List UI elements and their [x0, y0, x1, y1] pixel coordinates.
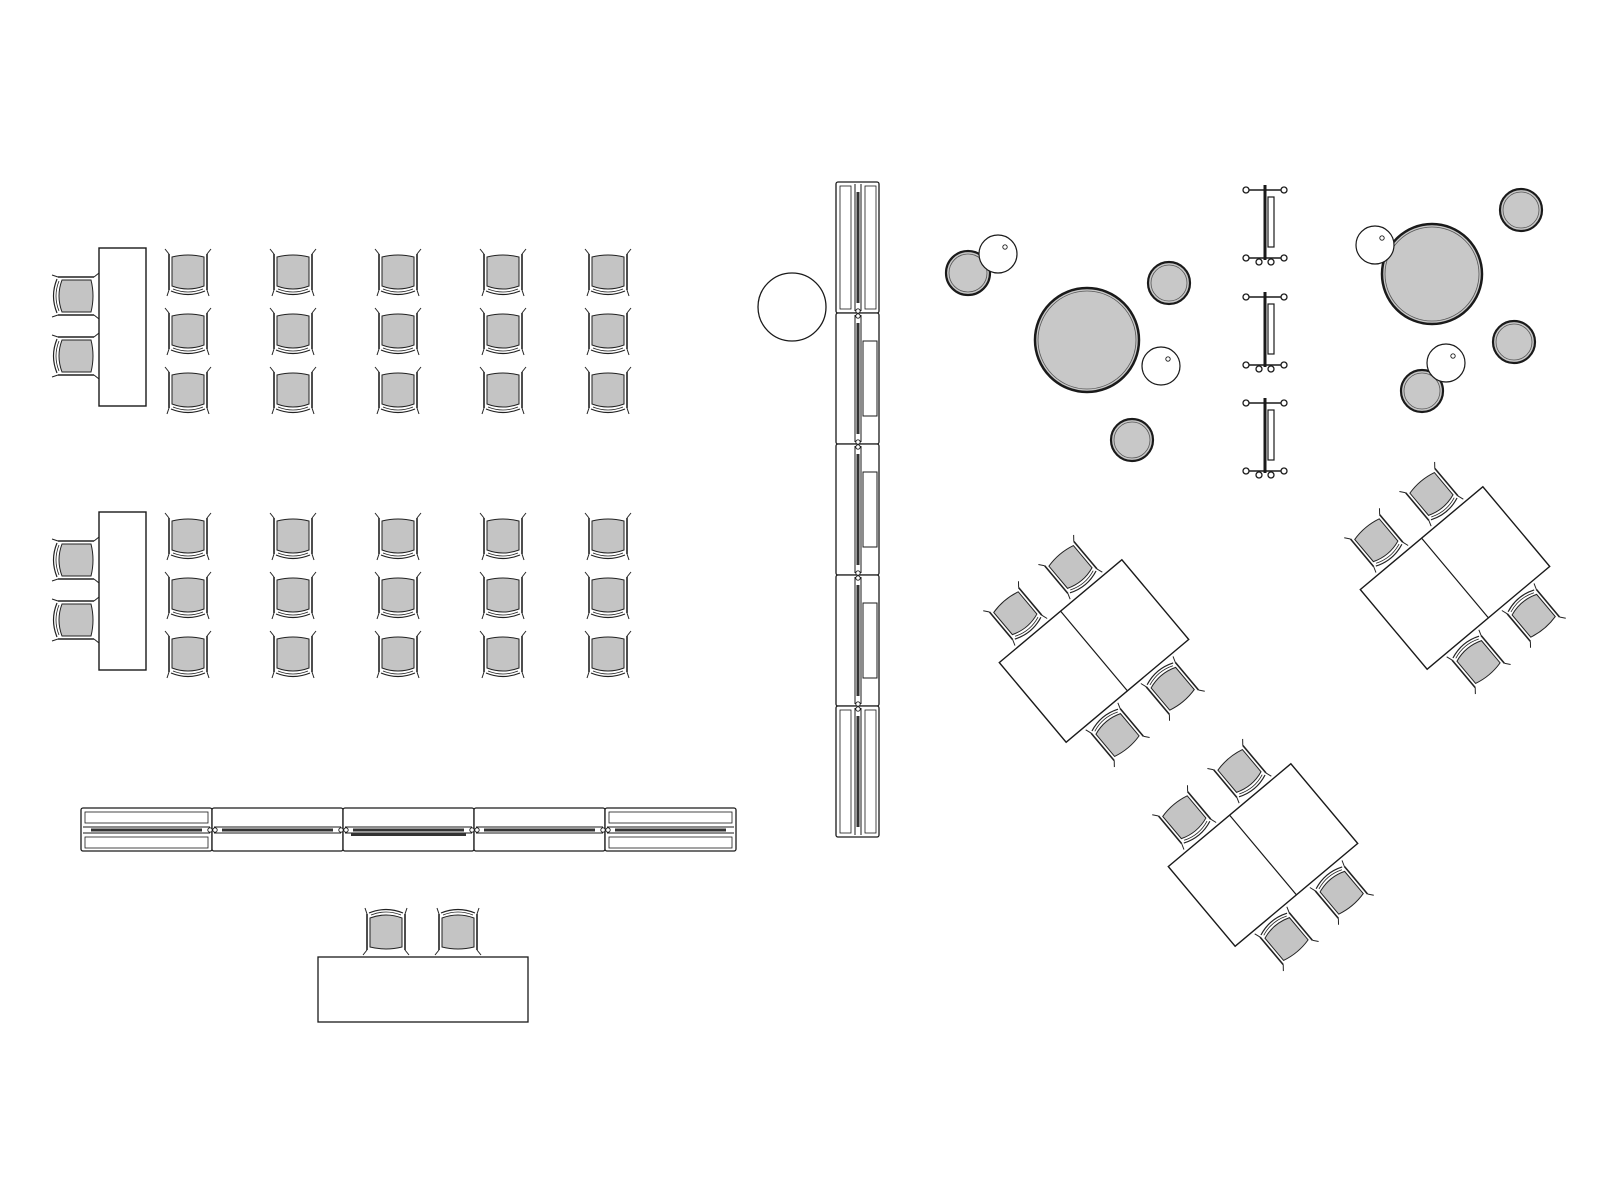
armchair-icon: [584, 307, 632, 356]
armchair-icon: [374, 307, 422, 356]
armchair-icon: [584, 366, 632, 415]
armchair-icon: [479, 571, 527, 620]
angled-table: [982, 534, 1206, 768]
armchair-icon: [51, 536, 100, 584]
armchair-icon: [51, 596, 100, 644]
angled-table: [1343, 461, 1567, 695]
lounge-round-tables: [944, 187, 1544, 463]
angled-tables: [982, 461, 1567, 972]
round-table-icon: [1033, 286, 1141, 394]
partition-panel-icon: [835, 439, 880, 576]
round-table-icon: [757, 272, 827, 342]
round-table-icon: [1498, 187, 1544, 233]
seating-block-lower: [51, 511, 632, 679]
armchair-icon: [51, 272, 100, 320]
armchair-icon: [479, 248, 527, 297]
stool-icon: [978, 234, 1018, 274]
coat-rack-icon: [1242, 292, 1288, 373]
armchair-icon: [51, 332, 100, 380]
armchair-icon: [479, 307, 527, 356]
partition-panel-icon: [469, 807, 606, 852]
partition-panel-icon: [835, 701, 880, 838]
armchair-icon: [164, 571, 212, 620]
armchair-icon: [374, 630, 422, 679]
partition-panel-icon: [835, 181, 880, 314]
partition-panel-icon: [835, 308, 880, 445]
horizontal-partition: [80, 807, 737, 852]
armchair-icon: [269, 571, 317, 620]
armchair-icon: [374, 366, 422, 415]
partition-panel-icon: [80, 807, 213, 852]
armchair-icon: [269, 366, 317, 415]
round-table-icon: [1380, 222, 1484, 326]
angled-table: [1151, 738, 1375, 972]
round-table-icon: [1399, 368, 1445, 414]
presenter-table: [98, 511, 147, 671]
armchair-icon: [269, 630, 317, 679]
desk-top: [317, 956, 529, 1023]
armchair-icon: [584, 630, 632, 679]
armchair-icon: [584, 571, 632, 620]
armchair-icon: [269, 248, 317, 297]
armchair-icon: [479, 512, 527, 561]
stool-icon: [1141, 346, 1181, 386]
stool-icon: [1355, 225, 1395, 265]
presenter-table: [98, 247, 147, 407]
armchair-icon: [164, 512, 212, 561]
round-table-icon: [1491, 319, 1537, 365]
partition-panel-icon: [338, 807, 475, 852]
stool-icon: [1426, 343, 1466, 383]
armchair-icon: [374, 248, 422, 297]
partition-panel-icon: [835, 570, 880, 707]
armchair-icon: [164, 630, 212, 679]
armchair-icon: [164, 248, 212, 297]
seating-block-upper: [51, 247, 632, 415]
round-table-icon: [1146, 260, 1192, 306]
armchair-icon: [164, 307, 212, 356]
armchair-icon: [269, 307, 317, 356]
armchair-icon: [479, 630, 527, 679]
partition-panel-icon: [207, 807, 344, 852]
partition-panel-icon: [600, 807, 737, 852]
armchair-icon: [374, 571, 422, 620]
coat-rack-icon: [1242, 398, 1288, 479]
armchair-icon: [479, 366, 527, 415]
vertical-partition: [757, 181, 880, 838]
armchair-icon: [164, 366, 212, 415]
armchair-icon: [584, 512, 632, 561]
round-table-icon: [944, 249, 992, 297]
front-desk: [317, 907, 529, 1023]
armchair-icon: [269, 512, 317, 561]
coat-rack-icon: [1242, 185, 1288, 266]
armchair-icon: [374, 512, 422, 561]
round-table-icon: [1109, 417, 1155, 463]
coat-racks: [1242, 185, 1288, 479]
armchair-icon: [584, 248, 632, 297]
armchair-icon: [362, 907, 410, 956]
armchair-icon: [434, 907, 482, 956]
